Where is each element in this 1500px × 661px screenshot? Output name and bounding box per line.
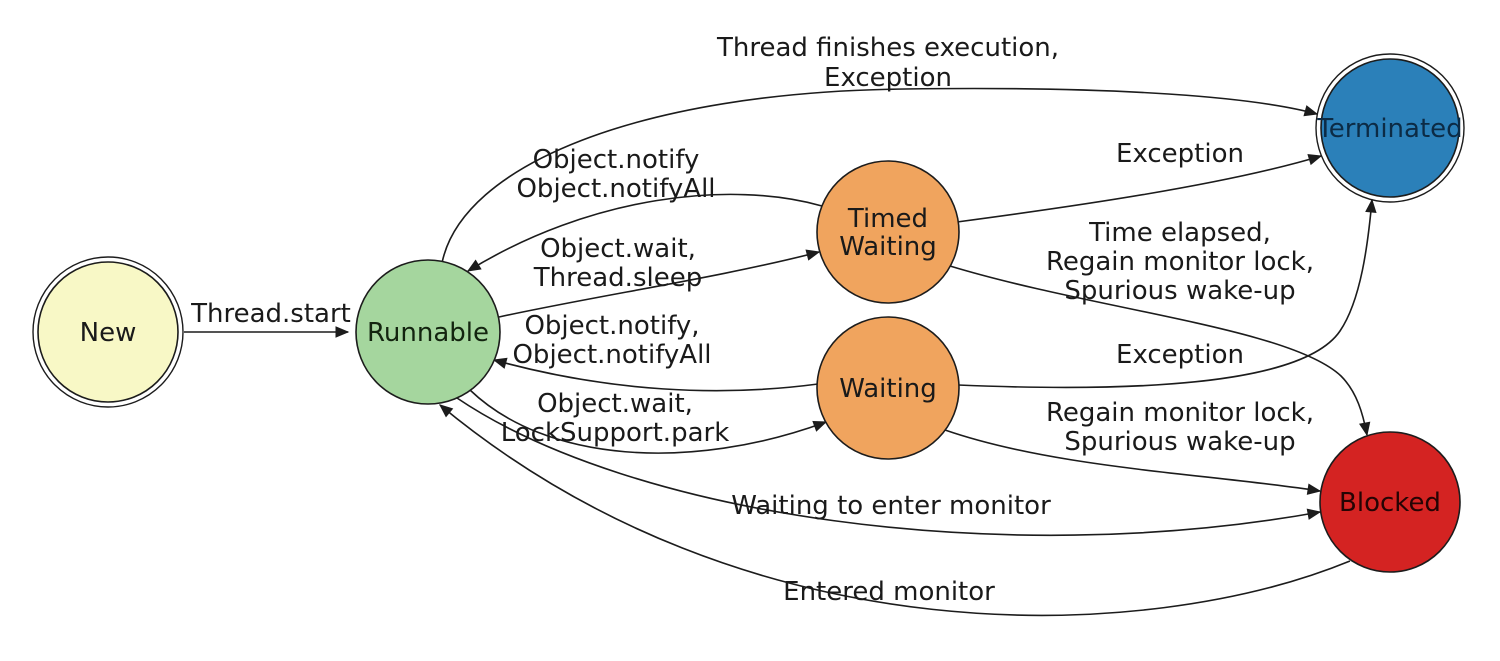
edge-runnable-to-blocked (456, 397, 1322, 537)
edge-timed-waiting-to-runnable (466, 193, 823, 272)
edge-label-thread-finishes-line2: Exception (824, 63, 952, 93)
state-node-runnable: Runnable (355, 259, 501, 405)
edge-label-exception-waiting: Exception (1116, 340, 1244, 370)
edge-label-notify-line1: Object.notify (533, 145, 700, 175)
new-outer-ring (32, 256, 184, 408)
state-node-new: New (32, 256, 184, 408)
timed-waiting-label-line1: Timed (847, 204, 928, 234)
timed-waiting-circle (816, 160, 960, 304)
edge-label-thread-start: Thread.start (190, 299, 351, 329)
edge-label-waiting-to-enter-monitor: Waiting to enter monitor (731, 491, 1051, 521)
terminated-circle (1320, 58, 1460, 198)
waiting-circle (816, 316, 960, 460)
state-node-timed-waiting: Timed Waiting (816, 160, 960, 304)
new-label: New (80, 318, 137, 348)
edge-timed-waiting-to-blocked (949, 265, 1371, 437)
new-circle (37, 261, 179, 403)
edge-label-time-elapsed-line3: Spurious wake-up (1064, 276, 1295, 306)
timed-waiting-label-line2: Waiting (839, 232, 937, 262)
edge-label-notify-waiting-line2: Object.notifyAll (512, 340, 711, 370)
edge-label-entered-monitor: Entered monitor (783, 577, 995, 607)
edge-blocked-to-runnable (438, 404, 1351, 617)
edge-runnable-to-waiting (469, 389, 828, 454)
edge-label-time-elapsed-line2: Regain monitor lock, (1046, 247, 1314, 277)
edge-label-wait-sleep-line2: Thread.sleep (533, 263, 702, 293)
edge-label-wait-park-line2: LockSupport.park (501, 418, 730, 448)
terminated-label: Terminated (1316, 114, 1462, 144)
edge-label-notify-waiting-line1: Object.notify, (524, 311, 699, 341)
edge-label-regain-line1: Regain monitor lock, (1046, 398, 1314, 428)
edge-waiting-to-terminated (957, 198, 1377, 389)
state-node-blocked: Blocked (1319, 431, 1461, 573)
edge-runnable-to-timed-waiting (498, 249, 821, 318)
edge-runnable-to-terminated (441, 87, 1319, 264)
edge-label-notify-line2: Object.notifyAll (516, 174, 715, 204)
edge-timed-waiting-to-terminated (956, 154, 1323, 223)
edge-label-time-elapsed-line1: Time elapsed, (1088, 218, 1271, 248)
runnable-circle (355, 259, 501, 405)
edge-waiting-to-runnable (492, 357, 819, 392)
edge-label-exception-timed: Exception (1116, 139, 1244, 169)
terminated-outer-ring (1315, 53, 1465, 203)
blocked-label: Blocked (1339, 488, 1441, 518)
edge-label-wait-park-line1: Object.wait, (537, 389, 693, 419)
edge-waiting-to-blocked (944, 429, 1322, 495)
runnable-label: Runnable (367, 318, 489, 348)
edge-label-regain-line2: Spurious wake-up (1064, 427, 1295, 457)
blocked-circle (1319, 431, 1461, 573)
state-node-terminated: Terminated (1315, 53, 1465, 203)
waiting-label: Waiting (839, 374, 937, 404)
state-node-waiting: Waiting (816, 316, 960, 460)
edge-label-thread-finishes-line1: Thread finishes execution, (716, 33, 1059, 63)
edge-label-wait-sleep-line1: Object.wait, (540, 234, 696, 264)
